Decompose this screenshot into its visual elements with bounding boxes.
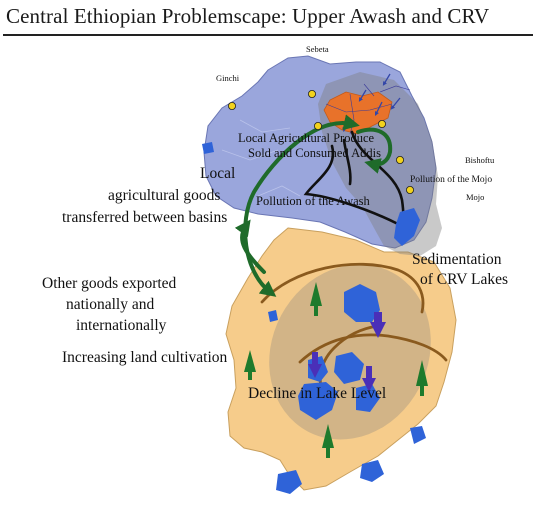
up-arrow-icon: [322, 424, 334, 458]
label-lake-decline: Decline in Lake Level: [248, 385, 386, 402]
lake-west-basin: [202, 142, 214, 154]
map-title: Central Ethiopian Problemscape: Upper Aw…: [6, 4, 490, 28]
title-underline: [3, 34, 533, 36]
lake-southeast: [360, 460, 384, 482]
city-marker-icon: [395, 155, 404, 164]
lake-small-west: [268, 310, 278, 322]
label-exports-1: Other goods exported: [42, 275, 177, 292]
lake-langano: [334, 352, 364, 384]
up-arrow-icon: [244, 350, 256, 380]
lake-awassa: [356, 384, 380, 412]
label-bishoftu: Bishoftu: [465, 155, 495, 165]
label-ginchi: Ginchi: [216, 73, 240, 83]
city-marker-icon: [307, 90, 316, 99]
city-markers: [227, 90, 414, 194]
addis-arc-arrow: [356, 127, 393, 174]
label-sebeta: Sebeta: [306, 44, 329, 54]
label-pollution-mojo: Pollution of the Mojo: [410, 174, 492, 185]
growth-arrows: [244, 282, 428, 458]
label-local-transfer-3: transferred between basins: [62, 209, 227, 226]
export-arrow: [234, 219, 266, 274]
up-arrow-icon: [416, 360, 428, 396]
label-sedimentation-1: Sedimentation: [412, 251, 502, 268]
down-arrow-icon: [362, 366, 376, 392]
lake-sedimentation: [394, 208, 420, 246]
lakes: [202, 142, 426, 494]
down-arrow-icon: [308, 352, 322, 378]
label-sedimentation-2: of CRV Lakes: [420, 271, 508, 288]
label-mojo: Mojo: [466, 192, 484, 202]
label-exports-3: internationally: [76, 317, 167, 334]
label-local-produce-1: Local Agricultural Produce: [238, 131, 375, 145]
label-local-transfer-1: Local: [200, 165, 235, 182]
lake-east: [410, 426, 426, 444]
down-arrow-icon: [370, 312, 386, 338]
city-marker-icon: [405, 185, 414, 194]
lake-southwest: [276, 470, 302, 494]
city-marker-icon: [377, 120, 386, 129]
city-marker-icon: [313, 122, 322, 131]
label-local-transfer-2: agricultural goods: [108, 187, 220, 204]
city-marker-icon: [227, 102, 236, 111]
label-pollution-awash: Pollution of the Awash: [256, 194, 371, 208]
up-arrow-icon: [310, 282, 322, 316]
decline-arrows: [308, 312, 386, 392]
lake-shala: [298, 382, 338, 420]
label-exports-2: nationally and: [66, 296, 154, 313]
label-local-produce-2: Sold and Consumed Addis: [248, 146, 381, 160]
label-land-cultivation: Increasing land cultivation: [62, 349, 228, 366]
